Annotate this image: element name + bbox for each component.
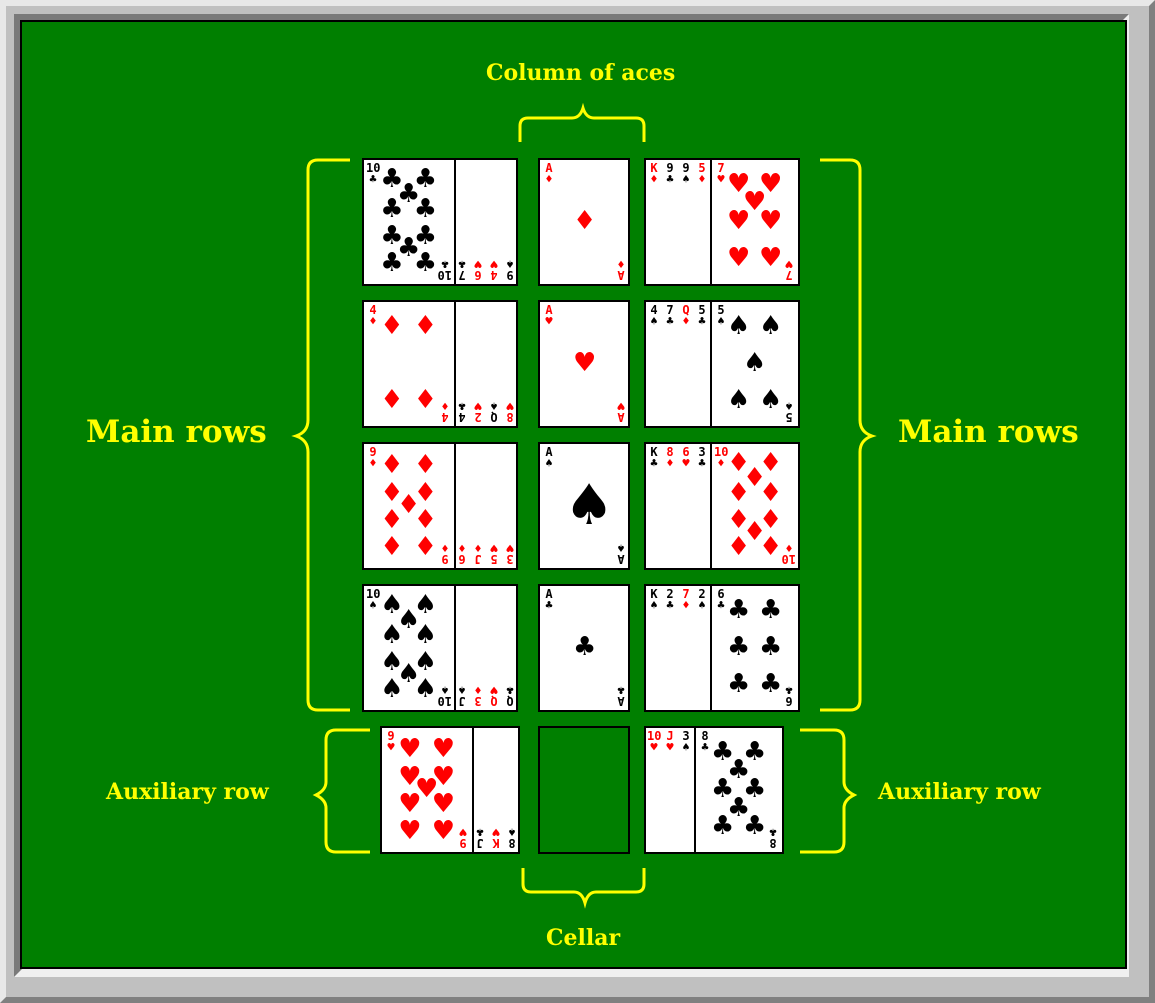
label-auxiliary-right: Auxiliary row [878,779,1041,805]
brace-aces-top [520,108,644,142]
label-column-of-aces: Column of aces [486,60,675,86]
label-cellar: Cellar [546,925,620,951]
label-auxiliary-left: Auxiliary row [106,779,269,805]
brace-main-right [820,160,872,710]
label-main-rows-left: Main rows [86,414,267,450]
brace-main-left [296,160,350,710]
label-main-rows-right: Main rows [898,414,1079,450]
brace-aux-left [316,730,370,852]
brace-aux-right [800,730,854,852]
brace-cellar-bottom [523,868,644,903]
